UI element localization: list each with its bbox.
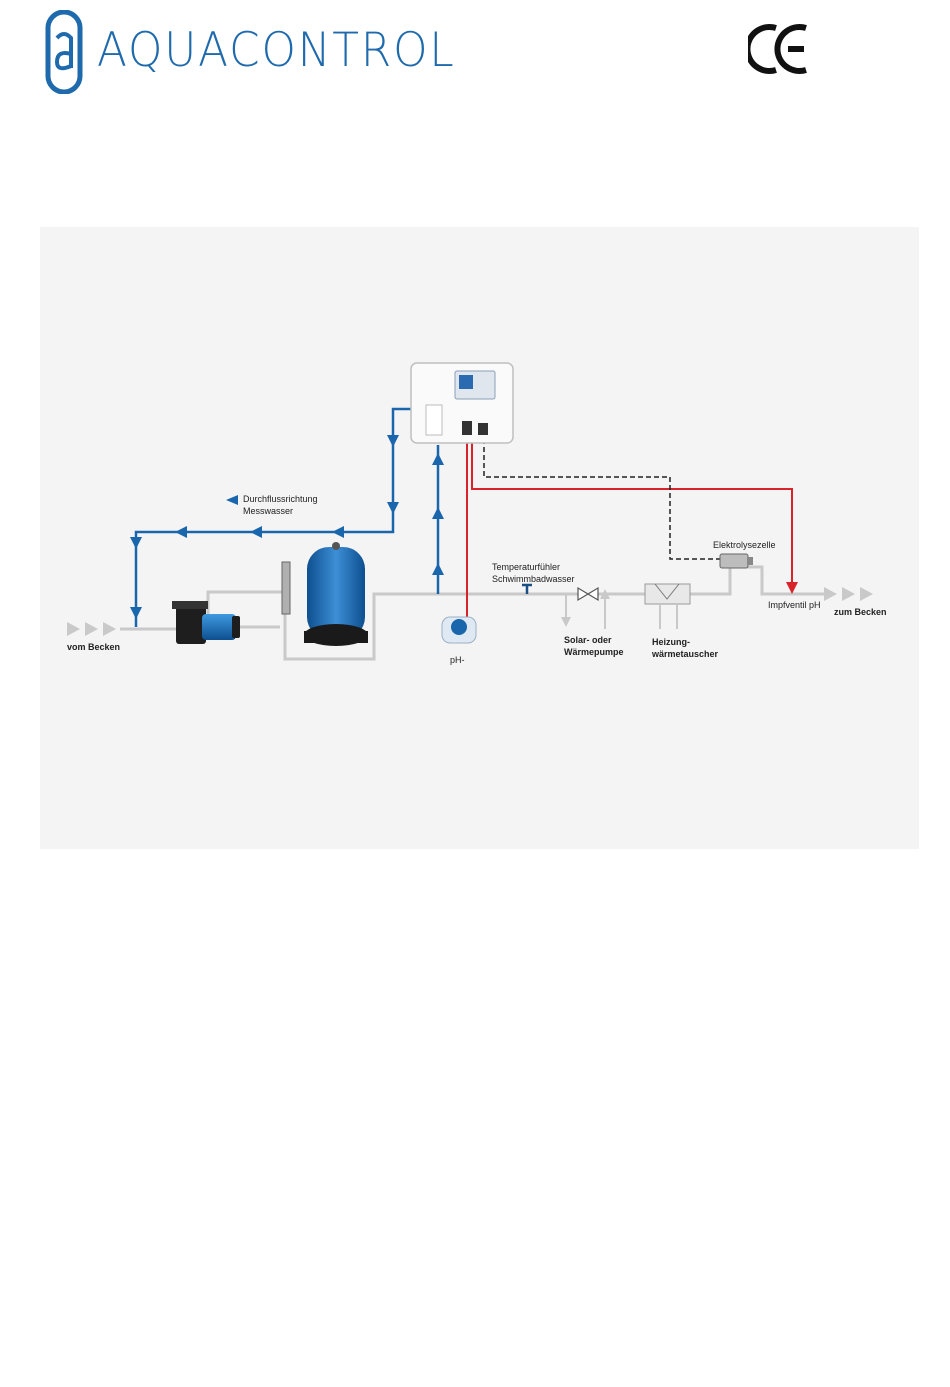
- heat-exchanger-label-1: Heizung-: [652, 637, 690, 647]
- solar-branch: [566, 594, 605, 629]
- ph-dosing-pump: [442, 617, 476, 643]
- ce-mark-icon: [748, 22, 812, 76]
- inlet-arrows: [67, 622, 116, 636]
- solar-label-2: Wärmepumpe: [564, 647, 624, 657]
- ph-minus-label: pH-: [450, 655, 465, 665]
- diagram-panel: Durchflussrichtung Messwasser vom Becken…: [40, 227, 919, 849]
- dosing-line: [467, 439, 792, 619]
- temp-sensor-label-1: Temperaturfühler: [492, 562, 560, 572]
- sand-filter: [282, 542, 368, 646]
- pool-schematic: Durchflussrichtung Messwasser vom Becken…: [40, 227, 919, 849]
- solar-label-1: Solar- oder: [564, 635, 612, 645]
- electrolysis-cell: [720, 554, 753, 568]
- valve-icon: [578, 588, 598, 600]
- temp-sensor-label-2: Schwimmbadwasser: [492, 574, 575, 584]
- from-pool-label: vom Becken: [67, 642, 120, 652]
- circulation-pump: [172, 601, 240, 644]
- heat-exchanger: [645, 584, 690, 629]
- control-cable: [484, 439, 720, 559]
- brand-name: AQUACONTROL: [97, 22, 456, 80]
- aquacontrol-logo-icon: [45, 10, 83, 94]
- to-pool-label: zum Becken: [834, 607, 887, 617]
- outlet-arrows: [824, 587, 873, 601]
- heat-exchanger-label-2: wärmetauscher: [651, 649, 719, 659]
- main-pipe: [120, 567, 824, 659]
- page-header: AQUACONTROL: [0, 0, 950, 110]
- electrolysis-cell-label: Elektrolysezelle: [713, 540, 776, 550]
- dosing-arrow: [786, 582, 798, 594]
- injection-valve-label: Impfventil pH: [768, 600, 821, 610]
- flow-direction-label-2: Messwasser: [243, 506, 293, 516]
- flow-direction-label-1: Durchflussrichtung: [243, 494, 318, 504]
- controller-unit: [411, 363, 513, 443]
